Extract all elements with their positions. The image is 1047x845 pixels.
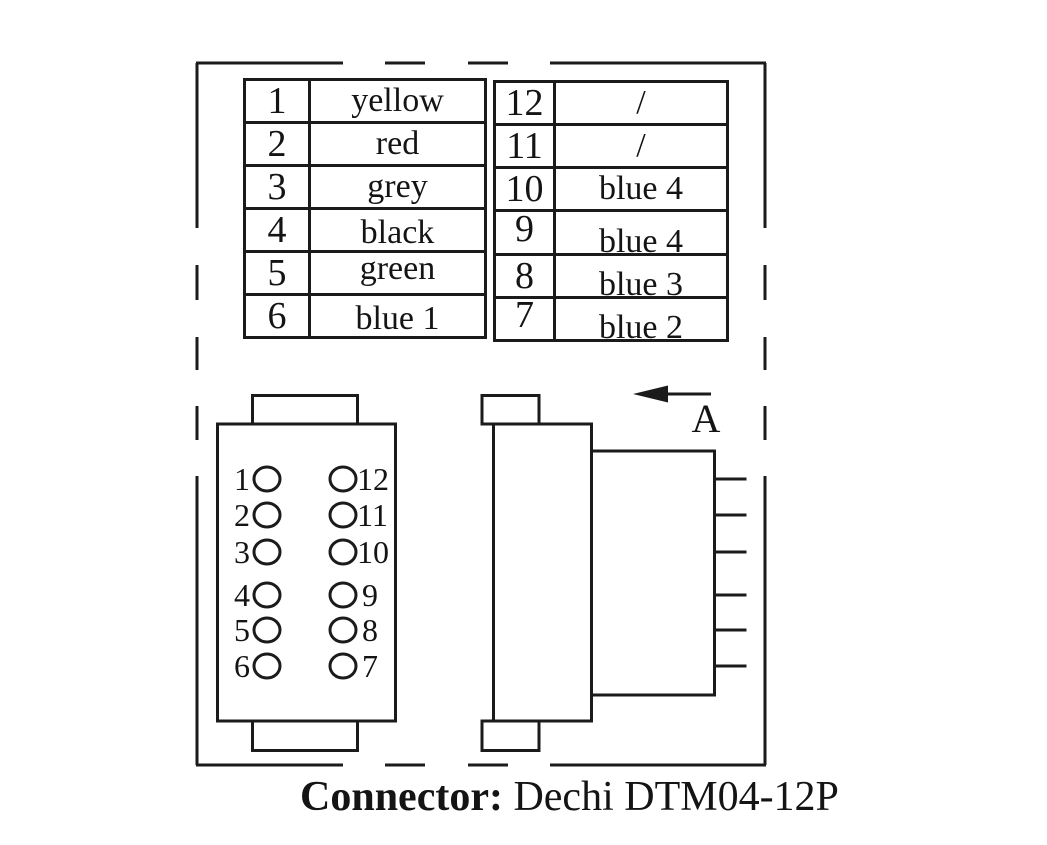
front-pin-label-11: 11 bbox=[357, 497, 388, 533]
pin-table-right: 12 / 11 / 10 blue 4 9 blue 4 8 blue 3 7 … bbox=[493, 79, 729, 352]
table-row: 6 blue 1 bbox=[243, 293, 487, 342]
front-view-top-tab bbox=[251, 394, 359, 426]
pin-number-cell: 3 bbox=[243, 164, 311, 210]
caption-value: Dechi DTM04-12P bbox=[513, 774, 839, 820]
pin-number-cell: 6 bbox=[243, 293, 311, 339]
table-row: 5 green bbox=[243, 246, 487, 296]
front-pin-label-9: 9 bbox=[362, 577, 378, 613]
side-view bbox=[480, 394, 747, 752]
section-arrow-icon bbox=[633, 385, 711, 403]
dashed-border bbox=[195, 61, 767, 767]
front-pin-label-7: 7 bbox=[362, 648, 378, 684]
wire-color-cell: / bbox=[553, 79, 729, 127]
wire-color-cell: grey bbox=[308, 164, 487, 210]
side-view-body bbox=[492, 422, 593, 723]
wire-color-cell: blue 3 bbox=[553, 261, 729, 308]
table-row: 3 grey bbox=[243, 164, 487, 210]
wire-color-cell: blue 4 bbox=[553, 218, 729, 265]
table-row: 7 blue 2 bbox=[493, 291, 729, 352]
pin-number-cell: 4 bbox=[243, 207, 311, 253]
caption: Connector: Dechi DTM04-12P bbox=[300, 776, 839, 818]
front-pin-label-1: 1 bbox=[234, 461, 250, 497]
pin-number-cell: 10 bbox=[493, 166, 556, 213]
front-pin-label-10: 10 bbox=[357, 534, 389, 570]
pin-number-cell: 11 bbox=[493, 123, 556, 170]
table-row: 8 blue 3 bbox=[493, 252, 729, 308]
caption-label: Connector: bbox=[300, 774, 503, 820]
wire-color-cell: green bbox=[308, 246, 487, 292]
table-row: 11 / bbox=[493, 123, 729, 170]
front-pin-label-12: 12 bbox=[357, 461, 389, 497]
front-view bbox=[216, 394, 397, 752]
table-row: 1 yellow bbox=[243, 78, 487, 124]
table-row: 2 red bbox=[243, 121, 487, 167]
front-view-bottom-tab bbox=[251, 719, 359, 752]
wire-color-cell: yellow bbox=[308, 78, 487, 124]
pin-table-left: 1 yellow 2 red 3 grey 4 black 5 green 6 … bbox=[243, 78, 487, 342]
side-view-bottom-tab bbox=[480, 719, 541, 752]
table-row: 9 blue 4 bbox=[493, 205, 729, 265]
wire-color-cell: blue 1 bbox=[308, 296, 487, 342]
wire-color-cell: red bbox=[308, 121, 487, 167]
pin-number-cell: 2 bbox=[243, 121, 311, 167]
side-view-pin-leads bbox=[714, 477, 747, 668]
front-pin-label-8: 8 bbox=[362, 612, 378, 648]
pin-number-cell: 8 bbox=[493, 252, 556, 299]
pin-number-cell: 12 bbox=[493, 79, 556, 127]
section-view-label: A bbox=[691, 396, 721, 441]
pin-number-cell: 7 bbox=[493, 291, 556, 339]
front-view-pin-holes-right bbox=[328, 465, 358, 680]
side-view-top-tab bbox=[480, 394, 541, 426]
front-pin-label-3: 3 bbox=[234, 534, 250, 570]
front-pin-label-2: 2 bbox=[234, 497, 250, 533]
side-view-rear-housing bbox=[590, 449, 716, 697]
front-view-pin-holes-left bbox=[252, 465, 282, 680]
wire-color-cell: blue 2 bbox=[553, 304, 729, 352]
table-row: 10 blue 4 bbox=[493, 166, 729, 213]
front-pin-label-5: 5 bbox=[234, 612, 250, 648]
front-pin-label-4: 4 bbox=[234, 577, 250, 613]
table-row: 4 black bbox=[243, 207, 487, 256]
table-row: 12 / bbox=[493, 79, 729, 127]
pin-number-cell: 5 bbox=[243, 250, 311, 296]
pin-number-cell: 1 bbox=[243, 78, 311, 124]
wire-color-cell: blue 4 bbox=[553, 166, 729, 213]
front-pin-label-6: 6 bbox=[234, 648, 250, 684]
wire-color-cell: / bbox=[553, 123, 729, 170]
pin-number-cell: 9 bbox=[493, 205, 556, 252]
